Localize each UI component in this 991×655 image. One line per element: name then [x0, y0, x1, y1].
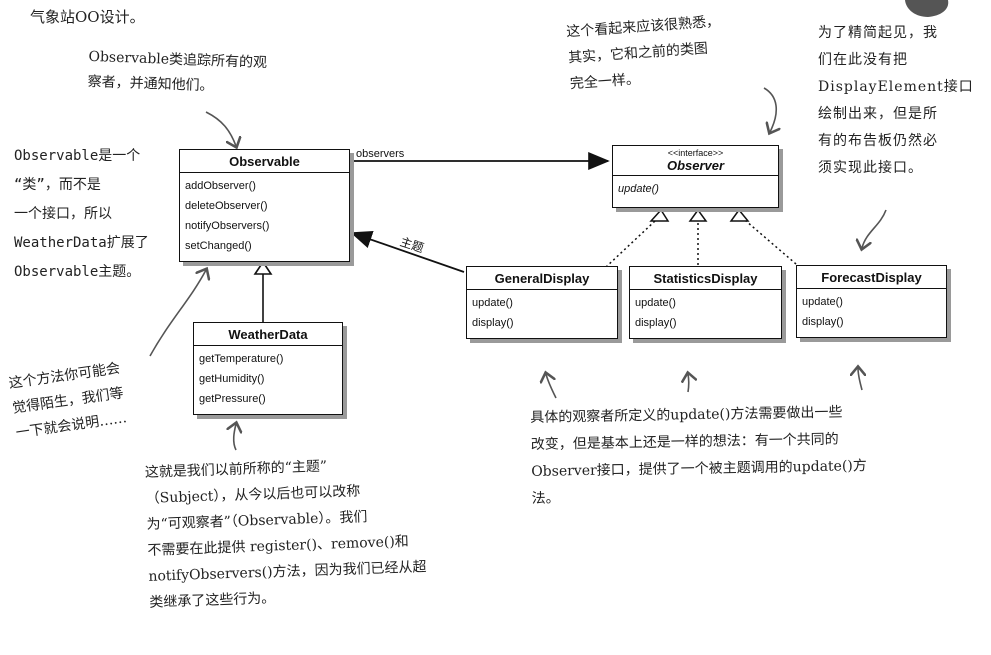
annotation-arrow-general: [546, 374, 557, 399]
method: update(): [472, 297, 513, 309]
method: addObserver(): [185, 180, 256, 192]
note-subject: 这就是我们以前所称的“主题” （Subject），从今以后也可以改称 为“可观察…: [144, 458, 427, 611]
observer-interface-name: Observer: [666, 158, 725, 173]
method: getPressure(): [199, 393, 266, 405]
annotation-arrow-observable: [205, 111, 236, 146]
forecastdisplay-methods: update() display(): [797, 289, 946, 337]
weatherdata-class-name: WeatherData: [194, 323, 342, 346]
page-title: 气象站OO设计。: [30, 8, 145, 26]
interface-stereotype: <<interface>>: [667, 148, 724, 158]
method: getHumidity(): [199, 373, 265, 385]
forecastdisplay-class: ForecastDisplay update() display(): [796, 265, 947, 338]
method: display(): [635, 317, 677, 329]
observable-methods: addObserver() deleteObserver() notifyObs…: [180, 173, 349, 261]
annotation-arrow-display-element: [862, 209, 887, 248]
weatherdata-class: WeatherData getTemperature() getHumidity…: [193, 322, 343, 415]
method: getTemperature(): [199, 353, 284, 365]
generaldisplay-methods: update() display(): [467, 290, 617, 338]
statisticsdisplay-class: StatisticsDisplay update() display(): [629, 266, 782, 339]
sketch-blob: [905, 0, 949, 17]
method: notifyObservers(): [185, 220, 270, 232]
inheritance-arrowhead: [253, 260, 273, 275]
method: update(): [802, 296, 843, 308]
realization-forecast-arrowhead: [729, 208, 750, 222]
observable-class: Observable addObserver() deleteObserver(…: [179, 149, 350, 262]
statisticsdisplay-class-name: StatisticsDisplay: [630, 267, 781, 290]
note-display-element: 为了精简起见，我 们在此没有把 DisplayElement接口 绘制出来，但是…: [818, 25, 974, 176]
observer-interface-header: <<interface>> Observer: [613, 146, 778, 176]
method: display(): [802, 316, 844, 328]
annotation-arrow-familiar: [763, 87, 776, 132]
annotation-arrow-statistics: [688, 374, 689, 393]
weatherdata-methods: getTemperature() getHumidity() getPressu…: [194, 346, 342, 414]
note-method-unfamiliar: 这个方法你可能会 觉得陌生，我们等 一下就会说明……: [7, 360, 128, 442]
method: setChanged(): [185, 240, 252, 252]
generaldisplay-class-name: GeneralDisplay: [467, 267, 617, 290]
method: update(): [618, 183, 659, 195]
generaldisplay-class: GeneralDisplay update() display(): [466, 266, 618, 339]
annotation-arrow-forecast: [858, 368, 862, 391]
realization-statistics-arrowhead: [688, 208, 708, 222]
method: update(): [635, 297, 676, 309]
realization-general-arrowhead: [649, 208, 670, 222]
method: deleteObserver(): [185, 200, 268, 212]
note-observable-class: Observable是一个 “类”，而不是 一个接口，所以 WeatherDat…: [14, 148, 149, 280]
subject-association: [350, 231, 465, 273]
annotation-arrow-subject: [234, 424, 236, 451]
observer-interface: <<interface>> Observer update(): [612, 145, 779, 208]
note-familiar: 这个看起来应该很熟悉， 其实，它和之前的类图 完全一样。: [565, 13, 721, 93]
observers-label: observers: [356, 148, 405, 160]
statisticsdisplay-methods: update() display(): [630, 290, 781, 338]
note-observable-tracks: Observable类追踪所有的观 察者，并通知他们。: [87, 48, 268, 95]
observable-class-name: Observable: [180, 150, 349, 173]
realization-general: [605, 220, 656, 268]
method: display(): [472, 317, 514, 329]
realization-forecast: [745, 220, 797, 265]
annotation-arrow-method: [149, 270, 206, 357]
observer-methods: update(): [613, 176, 778, 207]
forecastdisplay-class-name: ForecastDisplay: [797, 266, 946, 289]
note-concrete-observers: 具体的观察者所定义的update()方法需要做出一些 改变，但是基本上还是一样的…: [530, 404, 867, 507]
